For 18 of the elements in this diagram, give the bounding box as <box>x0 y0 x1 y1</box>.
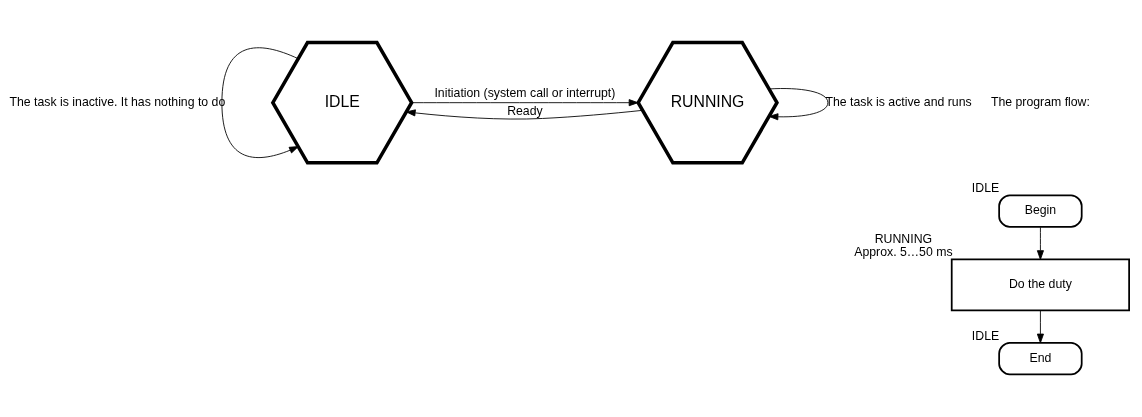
arrow <box>1036 226 1044 260</box>
arrow <box>405 109 644 120</box>
node-label: Approx. 5…50 ms <box>854 245 953 260</box>
node-box: End <box>998 342 1083 376</box>
node-label: IDLE <box>971 328 1000 343</box>
arrow <box>221 47 299 158</box>
node-box: Do the duty <box>950 258 1130 312</box>
node-label: IDLE <box>971 180 1000 195</box>
node-label: RUNNING <box>874 231 933 246</box>
label: The program flow: <box>990 94 1090 109</box>
arrow <box>411 99 639 107</box>
node-box: Begin <box>998 194 1083 228</box>
edge-label: The task is inactive. It has nothing to do <box>9 94 226 109</box>
edge-label: The task is active and runs <box>825 94 972 109</box>
edge-label: Initiation (system call or interrupt) <box>434 85 616 100</box>
arrow <box>768 88 829 121</box>
arrow <box>1036 310 1044 344</box>
edge-label: Ready <box>507 104 543 119</box>
